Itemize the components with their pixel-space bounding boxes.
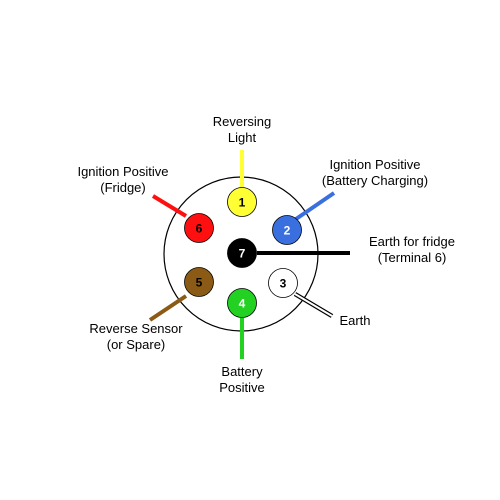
wire-pin-3 [293, 292, 334, 318]
pin-2: 2 [272, 215, 302, 245]
svg-text:6: 6 [196, 222, 203, 236]
label-pin-1-line1: Reversing [212, 114, 272, 129]
svg-text:4: 4 [239, 297, 246, 311]
label-pin-7: Earth for fridge (Terminal 6) [345, 234, 479, 266]
pin-4: 4 [227, 288, 257, 318]
label-pin-4: Battery Positive [197, 364, 287, 396]
svg-text:3: 3 [280, 277, 287, 291]
label-pin-2-line2: (Battery Charging) [321, 173, 429, 188]
label-pin-1: Reversing Light [192, 114, 292, 146]
label-pin-3: Earth [329, 313, 381, 329]
wire-pin-5 [148, 294, 188, 322]
svg-text:7: 7 [239, 247, 246, 261]
label-pin-7-line1: Earth for fridge [369, 234, 455, 249]
label-pin-4-line2: Positive [219, 380, 265, 395]
label-pin-4-line1: Battery [221, 364, 263, 379]
wire-pin-6 [151, 194, 188, 218]
label-pin-5-line1: Reverse Sensor [89, 321, 183, 336]
svg-text:5: 5 [196, 276, 203, 290]
pin-3: 3 [268, 268, 298, 298]
label-pin-2-line1: Ignition Positive [329, 157, 421, 172]
wire-pin-2 [294, 191, 336, 221]
pin-6: 6 [184, 213, 214, 243]
pin-5: 5 [184, 267, 214, 297]
label-pin-5-line2: (or Spare) [106, 337, 166, 352]
label-pin-6-line1: Ignition Positive [77, 164, 169, 179]
pin-1: 1 [227, 187, 257, 217]
pin-7: 7 [227, 238, 257, 268]
label-pin-6: Ignition Positive (Fridge) [68, 164, 178, 196]
label-pin-6-line2: (Fridge) [100, 180, 146, 195]
svg-text:2: 2 [284, 224, 291, 238]
svg-text:1: 1 [239, 196, 246, 210]
label-pin-3-line1: Earth [339, 313, 371, 328]
label-pin-5: Reverse Sensor (or Spare) [78, 321, 194, 353]
label-pin-7-line2: (Terminal 6) [377, 250, 447, 265]
label-pin-1-line2: Light [227, 130, 257, 145]
label-pin-2: Ignition Positive (Battery Charging) [305, 157, 445, 189]
